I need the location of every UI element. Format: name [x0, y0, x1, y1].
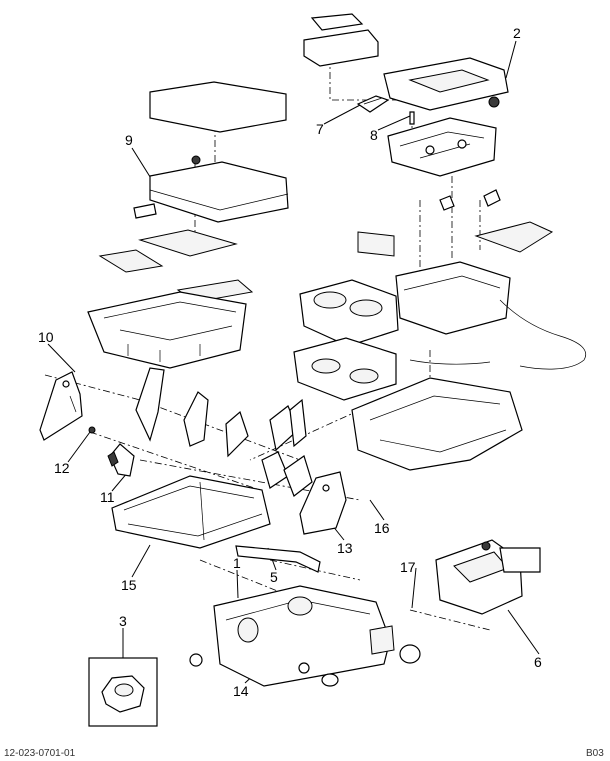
callout-7: 7: [316, 121, 324, 137]
hinge-brackets: [135, 367, 313, 497]
part-9-seat-cushion: [133, 81, 289, 223]
callout-17: 17: [400, 559, 416, 575]
cup-holder-insert: [293, 279, 399, 401]
part-12-bolt: [88, 426, 96, 434]
callout-5: 5: [270, 569, 278, 585]
callout-3: 3: [119, 613, 127, 629]
part-2-armrest-lid: [303, 13, 509, 111]
foam-pads: [98, 229, 254, 303]
part-11-latch: [107, 443, 135, 477]
callout-9: 9: [125, 132, 133, 148]
callout-14: 14: [233, 683, 249, 699]
part-7-latch: [356, 95, 390, 113]
callout-10: 10: [38, 329, 54, 345]
part-6-rear-panel: [435, 539, 541, 615]
part-8-screw: [409, 111, 415, 125]
callout-6: 6: [534, 654, 542, 670]
callout-15: 15: [121, 577, 137, 593]
storage-bin: [87, 291, 247, 369]
leader-lines: [47, 40, 540, 684]
callout-12: 12: [54, 460, 70, 476]
part-1-base: [189, 585, 421, 687]
part-13-plate: [299, 471, 347, 535]
part-3-nut-box: [88, 657, 158, 727]
callout-8: 8: [370, 127, 378, 143]
callout-13: 13: [337, 540, 353, 556]
console-tray: [357, 189, 586, 370]
part-15-frame: [111, 475, 271, 549]
figure-code: B03: [586, 748, 604, 759]
callout-11: 11: [100, 489, 115, 505]
lower-console-housing: [351, 377, 523, 471]
mount-plate: [387, 117, 497, 177]
part-5-rod: [235, 545, 321, 573]
callout-16: 16: [374, 520, 390, 536]
figure-id: 12-023-0701-01: [4, 748, 76, 759]
callout-2: 2: [513, 25, 521, 41]
part-10-side-bracket: [39, 371, 83, 441]
callout-1: 1: [233, 555, 241, 571]
